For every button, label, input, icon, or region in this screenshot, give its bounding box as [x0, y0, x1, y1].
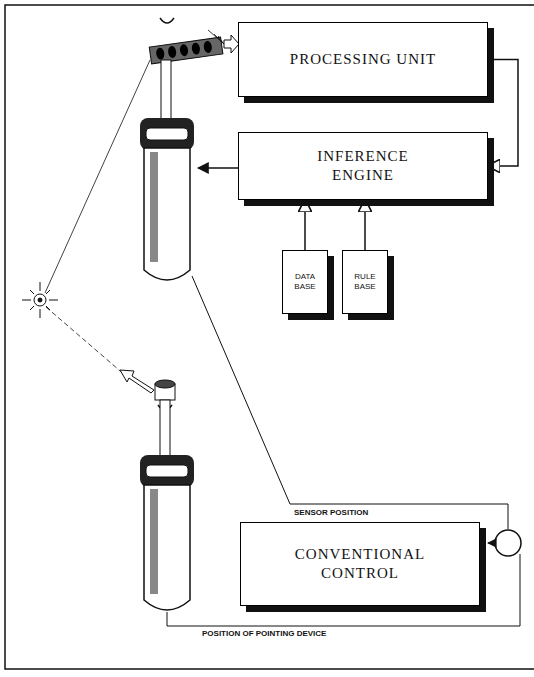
box-label: PROCESSING UNIT	[290, 50, 436, 69]
robot-base	[144, 485, 190, 610]
sensor-post	[161, 60, 171, 120]
box-label: DATA BASE	[288, 272, 322, 292]
store-box: RULE BASE	[342, 250, 388, 314]
box-label: INFERENCE ENGINE	[288, 147, 438, 185]
robot-shading	[150, 489, 158, 594]
box-label: CONVENTIONAL CONTROL	[285, 545, 435, 583]
summing-junction	[495, 530, 521, 556]
box-label: RULE BASE	[348, 272, 382, 292]
process-box: PROCESSING UNIT	[238, 22, 488, 97]
frame	[5, 5, 534, 669]
connector-arrow	[364, 200, 366, 250]
process-box: INFERENCE ENGINE	[238, 132, 488, 200]
signal-arrow	[224, 35, 239, 53]
pointer-top	[155, 380, 175, 388]
signal-label: SENSOR POSITION	[292, 508, 370, 517]
sight-line	[45, 60, 150, 293]
connector-arrow	[304, 200, 306, 250]
robot-collar-ring	[146, 465, 188, 477]
robot-shading	[150, 152, 158, 262]
robot-base	[144, 148, 190, 280]
light-rays	[208, 30, 224, 44]
pointing-line	[46, 307, 126, 376]
robot-collar-ring	[146, 128, 188, 140]
connector-arrow	[488, 60, 518, 167]
robot-collar	[140, 455, 194, 487]
store-box: DATA BASE	[282, 250, 328, 314]
pointer-arrow	[120, 370, 154, 393]
robot-collar	[140, 118, 194, 150]
pointer-post	[160, 400, 170, 456]
process-box: CONVENTIONAL CONTROL	[240, 522, 480, 606]
signal-label: POSITION OF POINTING DEVICE	[200, 629, 328, 638]
arc-mark	[160, 18, 174, 23]
command-arrow	[198, 167, 238, 169]
sensor-array	[149, 37, 223, 64]
error-arrow	[488, 542, 495, 543]
